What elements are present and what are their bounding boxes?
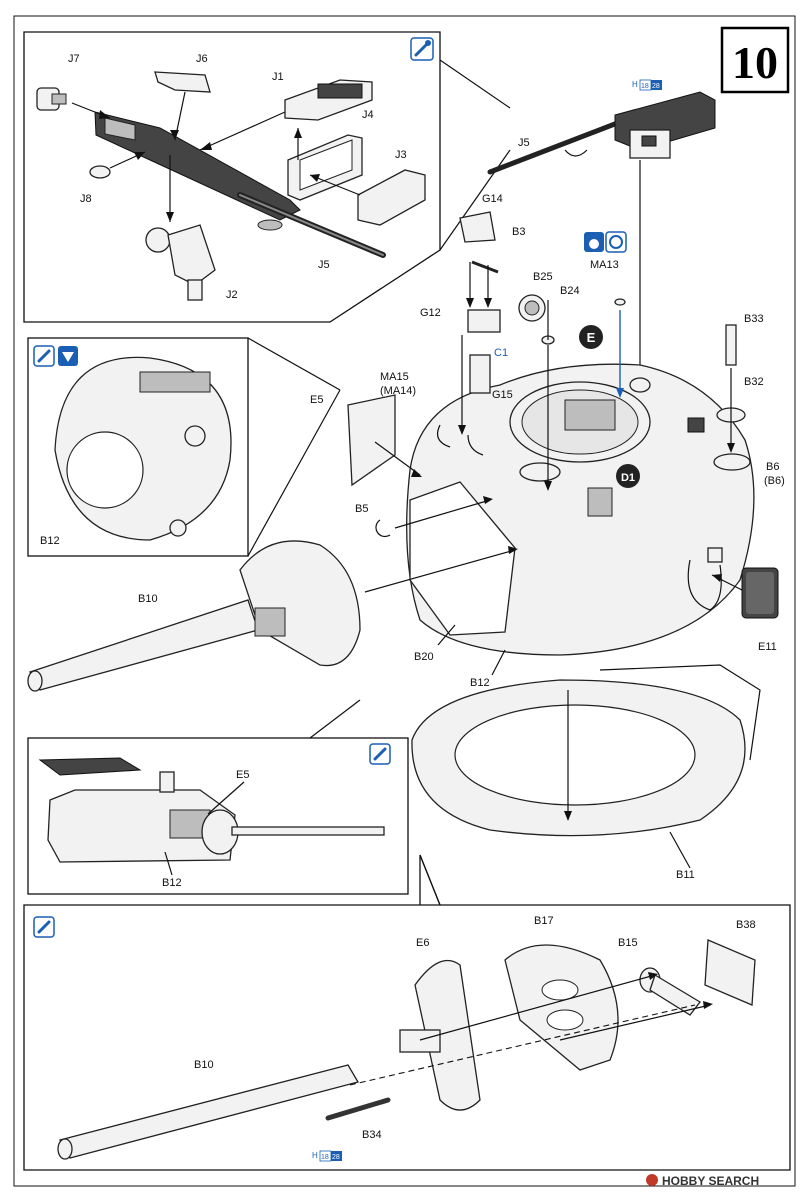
label-B33: B33 bbox=[744, 313, 764, 325]
label-B32: B32 bbox=[744, 376, 764, 388]
label-G15: G15 bbox=[492, 389, 513, 401]
side-view-inset: E5 B12 bbox=[27, 699, 409, 895]
label-B10-bottom: B10 bbox=[194, 1059, 214, 1071]
label-B10-main: B10 bbox=[138, 593, 158, 605]
page-frame bbox=[13, 15, 796, 1187]
label-E5-inset: E5 bbox=[236, 769, 249, 781]
label-E11: E11 bbox=[758, 641, 777, 653]
label-B5: B5 bbox=[355, 503, 368, 515]
label-B15: B15 bbox=[618, 937, 638, 949]
paint-n1-b34: 18 bbox=[321, 1154, 329, 1161]
label-E5-main: E5 bbox=[310, 394, 323, 406]
cement-icon bbox=[410, 37, 434, 61]
label-B11: B11 bbox=[676, 869, 695, 881]
label-G12: G12 bbox=[420, 307, 441, 319]
label-MA13: MA13 bbox=[590, 259, 619, 271]
step-number: 10 bbox=[732, 37, 778, 88]
paint-ref-b34: H 18 28 bbox=[312, 1150, 342, 1162]
paint-icon bbox=[584, 232, 604, 252]
fill-icon bbox=[58, 346, 78, 366]
label-J1: J1 bbox=[272, 71, 284, 83]
label-B6: B6 bbox=[766, 461, 779, 473]
label-J7: J7 bbox=[68, 53, 80, 65]
label-B38: B38 bbox=[736, 919, 756, 931]
label-MA15: MA15 bbox=[380, 371, 409, 383]
mg-detail-inset: J7 J6 J1 J4 J3 J8 J5 J2 bbox=[23, 31, 511, 323]
turret-ring: B11 bbox=[411, 664, 761, 881]
label-G14: G14 bbox=[482, 193, 503, 205]
gun-assembly-inset: H 18 28 E6 B17 B15 B38 B10 B34 bbox=[23, 854, 791, 1171]
paint-h-mg: H bbox=[632, 80, 638, 89]
turret-assembly: E D1 G14 B3 MA13 B25 B24 G12 C1 B33 B32 … bbox=[310, 193, 785, 656]
label-J6: J6 bbox=[196, 53, 208, 65]
main-gun: B10 B20 B12 bbox=[27, 540, 518, 692]
optional-icon bbox=[605, 231, 627, 253]
svg-text:E: E bbox=[587, 330, 596, 345]
label-E6: E6 bbox=[416, 937, 429, 949]
main-mg: H 18 28 J5 bbox=[487, 79, 716, 378]
cement-icon bbox=[369, 743, 391, 765]
label-MA14: (MA14) bbox=[380, 385, 416, 397]
paint-h-b34: H bbox=[312, 1151, 318, 1160]
turret-interior-inset: B12 bbox=[27, 337, 341, 557]
cement-icon bbox=[33, 345, 55, 367]
svg-text:D1: D1 bbox=[621, 472, 635, 484]
label-C1: C1 bbox=[494, 347, 508, 359]
label-B3: B3 bbox=[512, 226, 525, 238]
label-B24: B24 bbox=[560, 285, 580, 297]
label-J4: J4 bbox=[362, 109, 374, 121]
label-B12-main: B12 bbox=[470, 677, 490, 689]
label-B17: B17 bbox=[534, 915, 554, 927]
label-B25: B25 bbox=[533, 271, 553, 283]
label-B20: B20 bbox=[414, 651, 434, 663]
watermark-text: HOBBY SEARCH bbox=[662, 1174, 759, 1188]
label-B12-inset: B12 bbox=[40, 535, 60, 547]
label-J3: J3 bbox=[395, 149, 407, 161]
label-J8: J8 bbox=[80, 193, 92, 205]
label-J5-main: J5 bbox=[518, 137, 530, 149]
paint-ref-mg: H 18 28 bbox=[632, 79, 662, 91]
label-J2: J2 bbox=[226, 289, 238, 301]
cement-icon bbox=[33, 916, 55, 938]
label-B34: B34 bbox=[362, 1129, 382, 1141]
paint-n2-mg: 28 bbox=[652, 83, 660, 90]
callout-D1: D1 bbox=[616, 464, 640, 488]
paint-n2-b34: 28 bbox=[332, 1154, 340, 1161]
callout-E: E bbox=[579, 325, 603, 349]
watermark: HOBBY SEARCH bbox=[646, 1174, 759, 1188]
step-number-box: 10 bbox=[720, 26, 790, 94]
label-B12-side: B12 bbox=[162, 877, 182, 889]
paint-n1-mg: 18 bbox=[641, 83, 649, 90]
label-B6b: (B6) bbox=[764, 475, 785, 487]
label-J5-inset: J5 bbox=[318, 259, 330, 271]
